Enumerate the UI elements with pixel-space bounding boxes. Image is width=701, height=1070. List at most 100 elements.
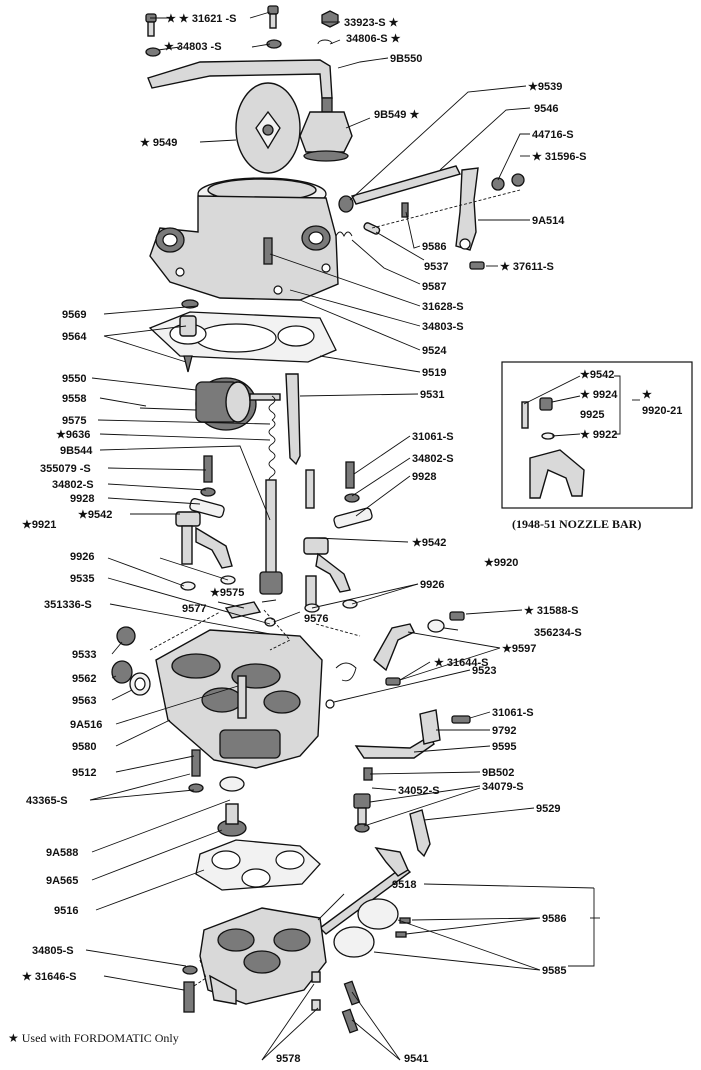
nut-33923 [321,10,339,28]
callout-31628: 31628-S [422,301,464,313]
footnote: ★ Used with FORDOMATIC Only [8,1031,179,1045]
nozzle-9920 [303,469,351,609]
callout-9549: ★ 9549 [140,137,177,149]
callout-34803-mid: 34803-S [422,321,464,333]
inset-label-9925: 9925 [580,409,604,421]
washer-34802-right [344,493,360,503]
throttle-shaft-9518 [318,847,412,935]
callout-34802-left: 34802-S [52,479,94,491]
screw-9586-b [395,931,407,938]
gasket-9516 [195,839,321,891]
callout-9a514: 9A514 [532,215,565,227]
callout-9597: ★9597 [502,643,536,655]
washer-43365 [188,783,204,793]
lever-9597 [373,623,415,672]
float-9550 [195,377,281,431]
callout-9518: 9518 [392,879,416,891]
callout-31646: ★ 31646-S [22,971,77,983]
ball-9523 [325,699,335,709]
callout-9529: 9529 [536,803,560,815]
inset-caption: (1948-51 NOZZLE BAR) [512,517,641,531]
spring-clip [335,662,357,682]
callout-9576: 9576 [304,613,328,625]
callout-9a565: 9A565 [46,875,78,887]
callout-356234: 356234-S [534,627,582,639]
callout-9792: 9792 [492,725,516,737]
washer-34803-right [266,39,282,49]
dashed-line-d [315,623,361,637]
throttle-plate-a [333,926,375,958]
callout-9575-top: 9575 [62,415,86,427]
callout-34052: 34052-S [398,785,440,797]
callout-31061-top: 31061-S [412,431,454,443]
callout-9926-right: 9926 [420,579,444,591]
callout-44716: 44716-S [532,129,574,141]
pin-9537 [363,222,381,235]
callout-9533: 9533 [72,649,96,661]
main-body-9580 [155,629,323,769]
callout-9541: 9541 [404,1053,428,1065]
callout-43365: 43365-S [26,795,68,807]
callout-9546: 9546 [534,103,558,115]
callout-9636: ★9636 [56,429,90,441]
throttle-plate-b [357,898,399,930]
screw-9512 [191,749,201,777]
throttle-body [199,907,327,1005]
callout-9a588: 9A588 [46,847,78,859]
callout-31588: ★ 31588-S [524,605,579,617]
plug-9562 [111,660,133,684]
ball-9576 [264,617,276,627]
callout-9558: 9558 [62,393,86,405]
dashed-line-c [193,959,207,987]
callout-9524: 9524 [422,345,447,357]
callout-9542-right: ★9542 [412,537,446,549]
callout-9563: 9563 [72,695,96,707]
callout-34806: 34806-S ★ [346,33,401,45]
spring-9587 [335,231,353,238]
callout-9535: 9535 [70,573,94,585]
gasket-9926-left-a [180,581,196,591]
callout-9550: 9550 [62,373,86,385]
callout-9928-right: 9928 [412,471,436,483]
screw-31061-bottom [451,715,471,724]
callout-9542-left: ★9542 [78,509,112,521]
inset-label-9924: ★ 9924 [580,389,618,401]
callout-9b549: 9B549 ★ [374,109,419,121]
plate-9549 [235,82,301,174]
nozzle-9921 [175,511,233,569]
callout-9b502: 9B502 [482,767,514,779]
lever-9a514 [455,167,525,251]
callout-34079: 34079-S [482,781,524,793]
callout-9586-top: 9586 [422,241,446,253]
gasket-9519 [148,311,337,363]
needle-seat-9564 [179,315,197,373]
screw-31061-top [345,461,355,489]
callout-9562: 9562 [72,673,96,685]
callout-355079: 355079 -S [40,463,91,475]
valve-9a588 [217,776,247,837]
callout-labels: ★ ★ 31621 -S 33923-S ★ ★ 34803 -S 34806-… [22,13,587,1065]
screw-31621-left [145,13,157,37]
screw-355079 [203,455,213,483]
leader-lines [85,11,600,1061]
callout-9537: 9537 [424,261,448,273]
dashed-line-a [149,611,221,651]
callout-31644: ★ 31644-S [434,657,489,669]
callout-9928-left: 9928 [70,493,94,505]
screw-31644 [385,677,401,686]
washer-356234 [427,619,445,633]
callout-9516: 9516 [54,905,78,917]
plug-9533 [116,626,136,646]
callout-9595: 9595 [492,741,516,753]
retainer-9577 [224,601,262,619]
callout-31621: ★ ★ 31621 -S [166,13,236,25]
callout-33923: 33923-S ★ [344,17,399,29]
air-horn-body [149,177,339,301]
callout-9578: 9578 [276,1053,300,1065]
callout-9920: ★9920 [484,557,518,569]
washer-34802-left [200,487,216,497]
screw-9586 [401,202,409,218]
callout-9586-bottom: 9586 [542,913,566,925]
vacuum-unit-9b549 [299,97,353,162]
callout-9a516: 9A516 [70,719,102,731]
